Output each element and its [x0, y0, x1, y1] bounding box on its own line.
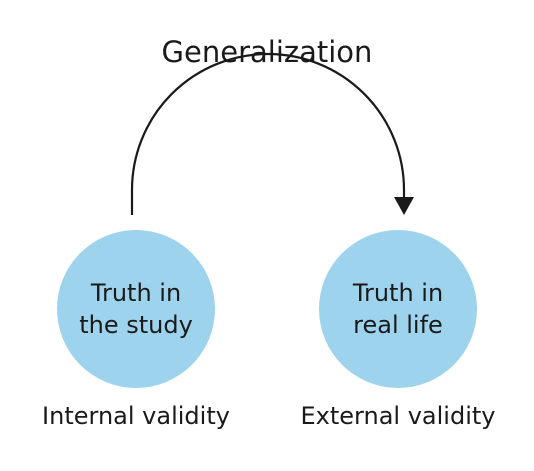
node-label-line2: real life — [353, 311, 443, 339]
truth-in-real-life-node: Truth in real life — [319, 230, 477, 388]
external-validity-caption: External validity — [300, 402, 496, 430]
arrowhead — [394, 197, 414, 215]
generalization-arc — [130, 52, 406, 215]
truth-in-study-node: Truth in the study — [57, 230, 215, 388]
node-label-line1: Truth in — [90, 279, 182, 307]
internal-validity-caption: Internal validity — [42, 402, 230, 430]
node-label-line2: the study — [79, 311, 193, 339]
node-label-line1: Truth in — [352, 279, 444, 307]
diagram-title: Generalization — [161, 35, 373, 69]
